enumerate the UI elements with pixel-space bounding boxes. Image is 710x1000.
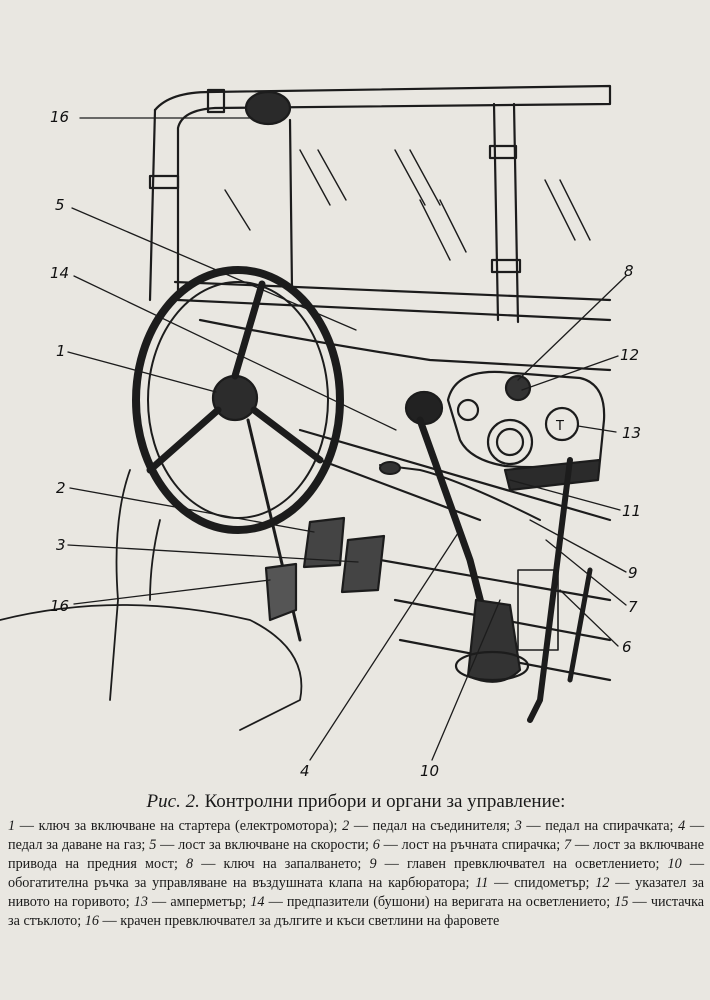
callout-4: 4: [300, 762, 310, 780]
callout-2: 2: [56, 479, 66, 497]
legend-item-text: чистачка за стъклото;: [8, 894, 705, 929]
legend-item-number: 14: [250, 894, 265, 910]
legend-item-number: 13: [133, 894, 148, 910]
caption-lead: Рис. 2.: [146, 791, 200, 812]
gear-shift: [404, 390, 530, 683]
legend-item-number: 3: [514, 818, 522, 834]
legend-item: 7 — лост за включване привода на предния…: [8, 837, 705, 872]
callout-13: 13: [622, 424, 641, 442]
wiper-motor: [206, 88, 292, 126]
glass-hatching: [224, 149, 591, 261]
legend-item-number: 6: [372, 837, 380, 853]
legend-item-number: 1: [8, 818, 16, 834]
legend-item-text: обогатителна ръчка за управляване на въз…: [8, 875, 470, 891]
legend-item-number: 7: [564, 837, 572, 853]
legend-item-text: крачен превключвател за дългите и къси с…: [120, 913, 500, 929]
handbrake-levers: [517, 457, 593, 723]
callout-10: 10: [420, 762, 439, 780]
callout-7: 7: [628, 598, 638, 616]
legend-item-text: педал на спирачката;: [545, 818, 674, 834]
caption-legend: 1 — ключ за включване на стартера (елект…: [8, 817, 704, 931]
legend-item: 3 — педал на спирачката;: [514, 818, 674, 834]
legend-item-text: ключ на запалването;: [223, 856, 362, 872]
legend-item-number: 2: [342, 818, 350, 834]
legend-item: 13 — амперметър;: [133, 894, 247, 910]
callout-8: 8: [624, 262, 634, 280]
dashboard-illustration: 16 5 14 1 2 3 16 4 10 8 12 13 11 9 7 6 T: [0, 84, 641, 780]
legend-item: 16 — крачен превключвател за дългите и к…: [84, 913, 500, 929]
figure-caption: Рис. 2. Контролни прибори и органи за уп…: [8, 792, 704, 931]
legend-item-number: 5: [149, 837, 157, 853]
legend-item-text: ключ за включване на стартера (електромо…: [38, 818, 338, 834]
callout-5: 5: [55, 196, 65, 214]
pedals: [264, 516, 386, 622]
steering-wheel: [132, 266, 344, 642]
legend-item-number: 10: [667, 856, 682, 872]
callout-9: 9: [628, 564, 638, 582]
callout-6: 6: [622, 638, 632, 656]
legend-item-text: главен превключвател на осветлението;: [406, 856, 660, 872]
legend-item: 1 — ключ за включване на стартера (елект…: [8, 818, 338, 834]
legend-item-number: 12: [595, 875, 610, 891]
legend-item-text: лост на ръчната спирачка;: [401, 837, 561, 853]
legend-item: 5 — лост за включване на скорости;: [149, 837, 369, 853]
legend-item: 15 — чистачка за стъклото;: [8, 894, 705, 929]
legend-item-text: предпазители (бушони) на веригата на осв…: [286, 894, 611, 910]
legend-item-text: педал за даване на газ;: [8, 837, 146, 853]
legend-item: 14 — предпазители (бушони) на веригата н…: [250, 894, 611, 910]
callout-16-bottom: 16: [50, 597, 69, 615]
caption-heading: Контролни прибори и органи за управление…: [204, 791, 566, 812]
legend-item-text: лост за включване на скорости;: [178, 837, 369, 853]
legend-item: 12 — указател за нивото на горивото;: [8, 875, 705, 910]
ammeter-mark: T: [555, 419, 564, 434]
legend-item-number: 16: [84, 913, 99, 929]
legend-item-number: 4: [678, 818, 686, 834]
instrument-panel: [446, 370, 606, 492]
legend-item-text: лост за включване привода на предния мос…: [8, 837, 705, 872]
callout-14: 14: [50, 264, 69, 282]
leader-lines: [67, 117, 627, 761]
legend-item-number: 9: [369, 856, 377, 872]
caption-title: Рис. 2. Контролни прибори и органи за уп…: [8, 792, 704, 811]
legend-item-number: 8: [186, 856, 194, 872]
legend-item: 4 — педал за даване на газ;: [8, 818, 705, 853]
legend-item: 6 — лост на ръчната спирачка;: [372, 837, 561, 853]
legend-item: 8 — ключ на запалването;: [186, 856, 362, 872]
callout-3: 3: [56, 536, 66, 554]
windshield-frame: [148, 84, 612, 324]
legend-item: 10 — обогатителна ръчка за управляване н…: [8, 856, 705, 891]
legend-item-number: 15: [614, 894, 629, 910]
legend-item-number: 11: [475, 875, 489, 891]
legend-item: 2 — педал на съединителя;: [342, 818, 511, 834]
legend-item: 11 — спидометър;: [475, 875, 590, 891]
legend-item-text: педал на съединителя;: [372, 818, 511, 834]
callout-1: 1: [56, 342, 66, 360]
callout-11: 11: [622, 502, 641, 520]
legend-item-text: амперметър;: [170, 894, 247, 910]
legend-item-text: указател за нивото на горивото;: [8, 875, 705, 910]
driver-arm: [0, 469, 303, 731]
callout-16-top: 16: [50, 108, 69, 126]
callout-12: 12: [620, 346, 639, 364]
legend-item-text: спидометър;: [514, 875, 590, 891]
choke-cable: [379, 461, 541, 521]
legend-item: 9 — главен превключвател на осветлението…: [369, 856, 660, 872]
